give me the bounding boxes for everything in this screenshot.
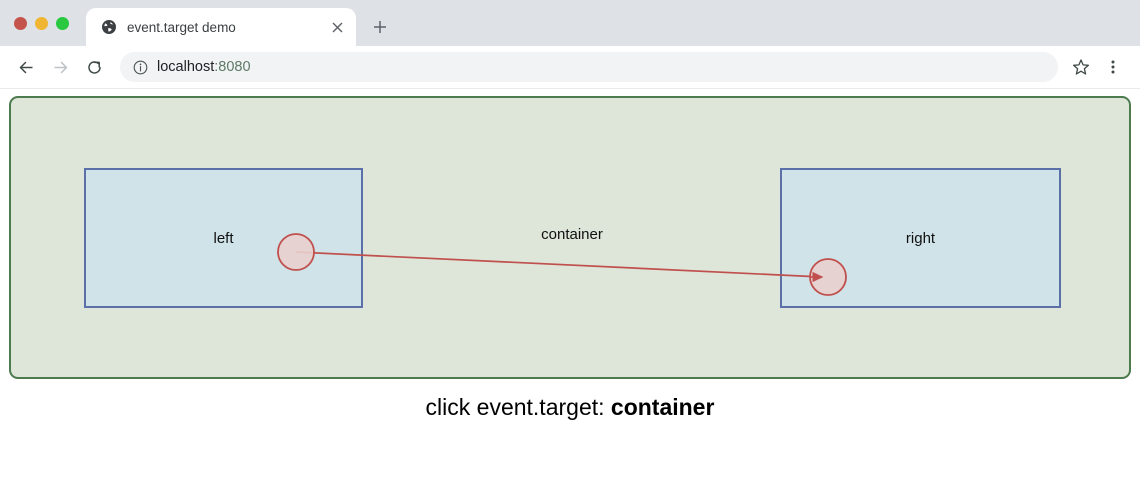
browser-tab[interactable]: event.target demo: [86, 8, 356, 46]
page-viewport: container left right click event.target:…: [0, 89, 1140, 479]
container-element[interactable]: container left right: [9, 96, 1131, 379]
bookmark-star-icon[interactable]: [1066, 52, 1096, 82]
url-port: :8080: [214, 59, 251, 75]
browser-toolbar: localhost:8080: [0, 46, 1140, 89]
url-text: localhost:8080: [157, 59, 251, 75]
new-tab-button[interactable]: [366, 13, 394, 41]
url-host: localhost: [157, 59, 215, 75]
close-window-button[interactable]: [14, 16, 27, 30]
left-box[interactable]: left: [84, 168, 363, 308]
close-tab-button[interactable]: [326, 16, 348, 38]
back-button[interactable]: [10, 51, 42, 83]
address-bar[interactable]: localhost:8080: [120, 52, 1058, 82]
right-box[interactable]: right: [780, 168, 1061, 308]
status-prefix: click event.target:: [425, 394, 611, 420]
forward-button[interactable]: [44, 51, 76, 83]
left-box-label: left: [213, 229, 234, 247]
maximize-window-button[interactable]: [56, 16, 69, 30]
window-controls: [10, 0, 79, 46]
status-target-value: container: [610, 394, 715, 420]
tab-strip: event.target demo: [0, 0, 1140, 46]
status-line: click event.target: container: [0, 394, 1140, 421]
tab-title: event.target demo: [127, 19, 236, 35]
browser-menu-icon[interactable]: [1098, 52, 1128, 82]
minimize-window-button[interactable]: [35, 16, 48, 30]
reload-button[interactable]: [78, 51, 110, 83]
site-info-icon[interactable]: [132, 59, 148, 75]
right-box-label: right: [905, 229, 936, 247]
globe-icon: [100, 19, 117, 36]
container-label: container: [541, 226, 603, 243]
